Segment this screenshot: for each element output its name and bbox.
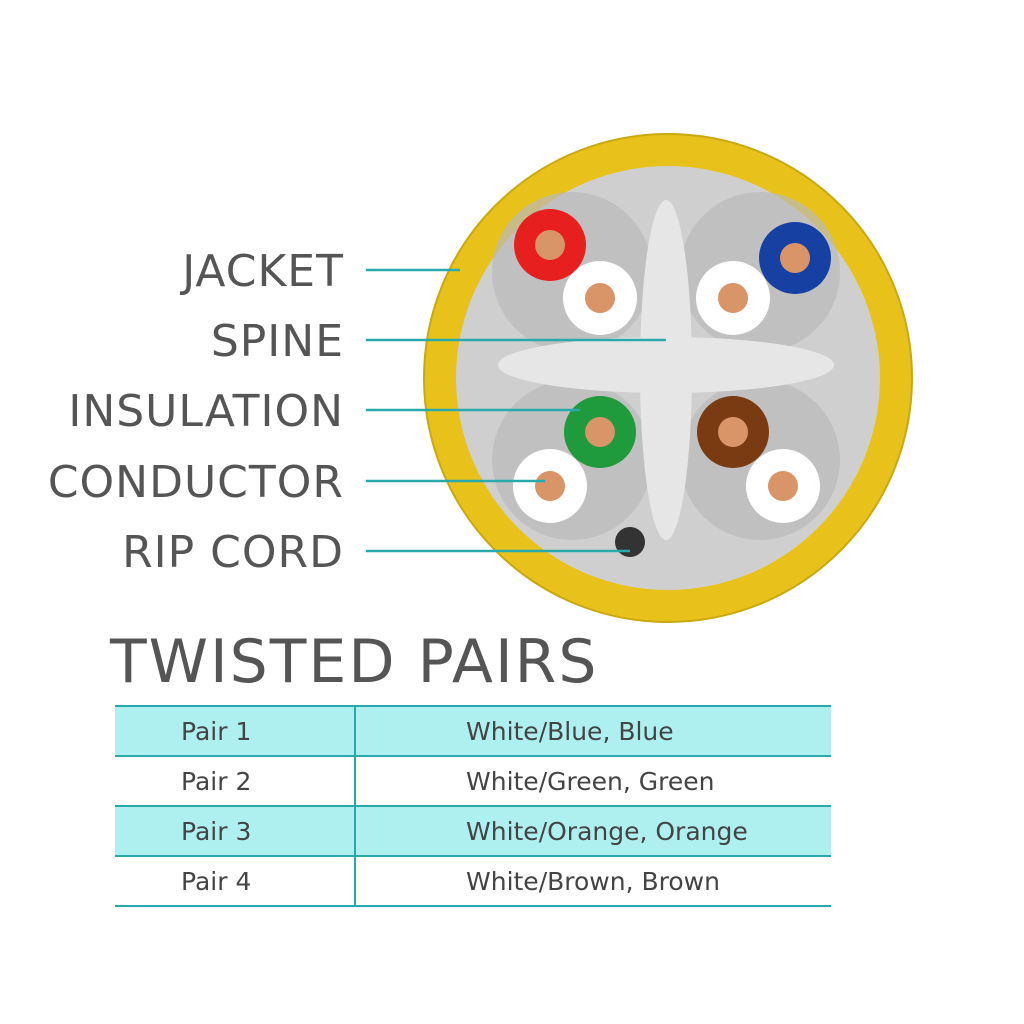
label-conductor: CONDUCTOR <box>48 457 344 508</box>
table-row: Pair 3 White/Orange, Orange <box>115 805 831 857</box>
label-insulation: INSULATION <box>68 386 344 437</box>
table-row: Pair 4 White/Brown, Brown <box>115 855 831 907</box>
wire-white-1 <box>563 261 637 335</box>
pair-cell: Pair 1 <box>115 705 356 757</box>
twisted-pairs-title: TWISTED PAIRS <box>110 627 599 697</box>
wire-red <box>514 209 586 281</box>
wire-white-3 <box>513 449 587 523</box>
wire-brown <box>697 396 769 468</box>
colors-cell: White/Orange, Orange <box>355 805 831 857</box>
wire-blue <box>759 222 831 294</box>
wire-white-4 <box>746 449 820 523</box>
rip-cord <box>615 527 645 557</box>
colors-cell: White/Green, Green <box>355 755 831 807</box>
cable-spine <box>498 200 834 540</box>
table-row: Pair 1 White/Blue, Blue <box>115 705 831 757</box>
cable-cross-section-diagram: JACKET SPINE INSULATION CONDUCTOR RIP CO… <box>48 133 913 623</box>
leader-lines <box>366 268 666 553</box>
colors-cell: White/Blue, Blue <box>355 705 831 757</box>
twisted-pairs-table: Pair 1 White/Blue, Blue Pair 2 White/Gre… <box>115 705 831 907</box>
colors-cell: White/Brown, Brown <box>355 855 831 907</box>
label-spine: SPINE <box>211 316 344 367</box>
pair-cell: Pair 3 <box>115 805 356 857</box>
label-rip-cord: RIP CORD <box>122 527 344 578</box>
table-row: Pair 2 White/Green, Green <box>115 755 831 807</box>
pair-cell: Pair 2 <box>115 755 356 807</box>
pair-cell: Pair 4 <box>115 855 356 907</box>
wire-green <box>564 396 636 468</box>
wire-white-2 <box>696 261 770 335</box>
label-jacket: JACKET <box>179 246 344 297</box>
